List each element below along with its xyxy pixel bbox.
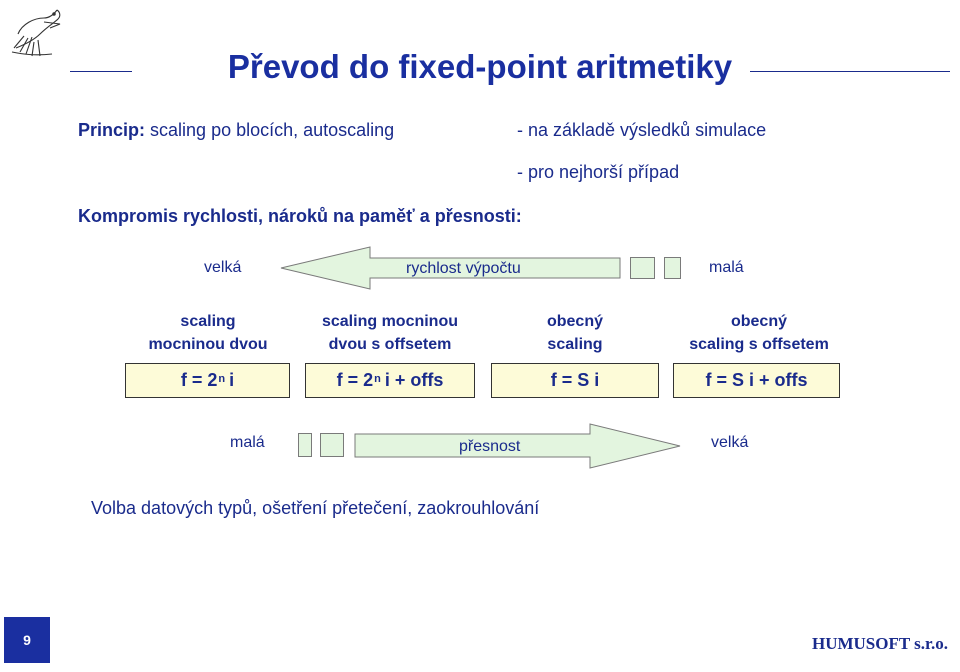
formula-1-rest: i xyxy=(229,370,234,391)
principle-label: Princip: xyxy=(78,120,145,140)
principle-note-1: - na základě výsledků simulace xyxy=(517,120,766,141)
category-2-label: scaling mocninou dvou s offsetem xyxy=(290,310,490,356)
category-2-line1: scaling mocninou xyxy=(290,310,490,333)
category-4-line2: scaling s offsetem xyxy=(664,333,854,356)
precision-left-label: malá xyxy=(230,434,265,452)
formula-box-4: f = S i + offs xyxy=(673,363,840,398)
page-number: 9 xyxy=(4,617,50,663)
category-1-line2: mocninou dvou xyxy=(120,333,296,356)
category-1-label: scaling mocninou dvou xyxy=(120,310,296,356)
precision-right-label: velká xyxy=(711,434,748,452)
choice-text: Volba datových typů, ošetření přetečení,… xyxy=(91,498,539,519)
formula-3-text: f = S i xyxy=(551,370,600,391)
category-2-line2: dvou s offsetem xyxy=(290,333,490,356)
category-4-line1: obecný xyxy=(664,310,854,333)
page-title: Převod do fixed-point aritmetiky xyxy=(0,48,960,86)
category-3-line2: scaling xyxy=(495,333,655,356)
brand-name: HUMUSOFT s.r.o. xyxy=(812,634,948,654)
category-1-line1: scaling xyxy=(120,310,296,333)
speed-square-1 xyxy=(630,257,655,279)
formula-2-base: f = 2 xyxy=(337,370,374,391)
formula-2-exponent: n xyxy=(374,373,381,385)
formula-1-base: f = 2 xyxy=(181,370,218,391)
category-3-label: obecný scaling xyxy=(495,310,655,356)
category-3-line1: obecný xyxy=(495,310,655,333)
speed-arrow-label: rychlost výpočtu xyxy=(406,260,521,278)
formula-4-text: f = S i + offs xyxy=(705,370,807,391)
formula-1-exponent: n xyxy=(218,373,225,385)
compromise-heading: Kompromis rychlosti, nároků na paměť a p… xyxy=(78,206,522,227)
speed-right-label: malá xyxy=(709,259,744,277)
precision-square-2 xyxy=(320,433,344,457)
category-4-label: obecný scaling s offsetem xyxy=(664,310,854,356)
formula-box-3: f = S i xyxy=(491,363,659,398)
principle-line: Princip: scaling po blocích, autoscaling xyxy=(78,120,394,141)
speed-square-2 xyxy=(664,257,681,279)
principle-text: scaling po blocích, autoscaling xyxy=(150,120,394,140)
principle-note-2: - pro nejhorší případ xyxy=(517,162,679,183)
precision-square-1 xyxy=(298,433,312,457)
speed-left-label: velká xyxy=(204,259,241,277)
precision-arrow-label: přesnost xyxy=(459,438,520,456)
formula-2-rest: i + offs xyxy=(385,370,444,391)
